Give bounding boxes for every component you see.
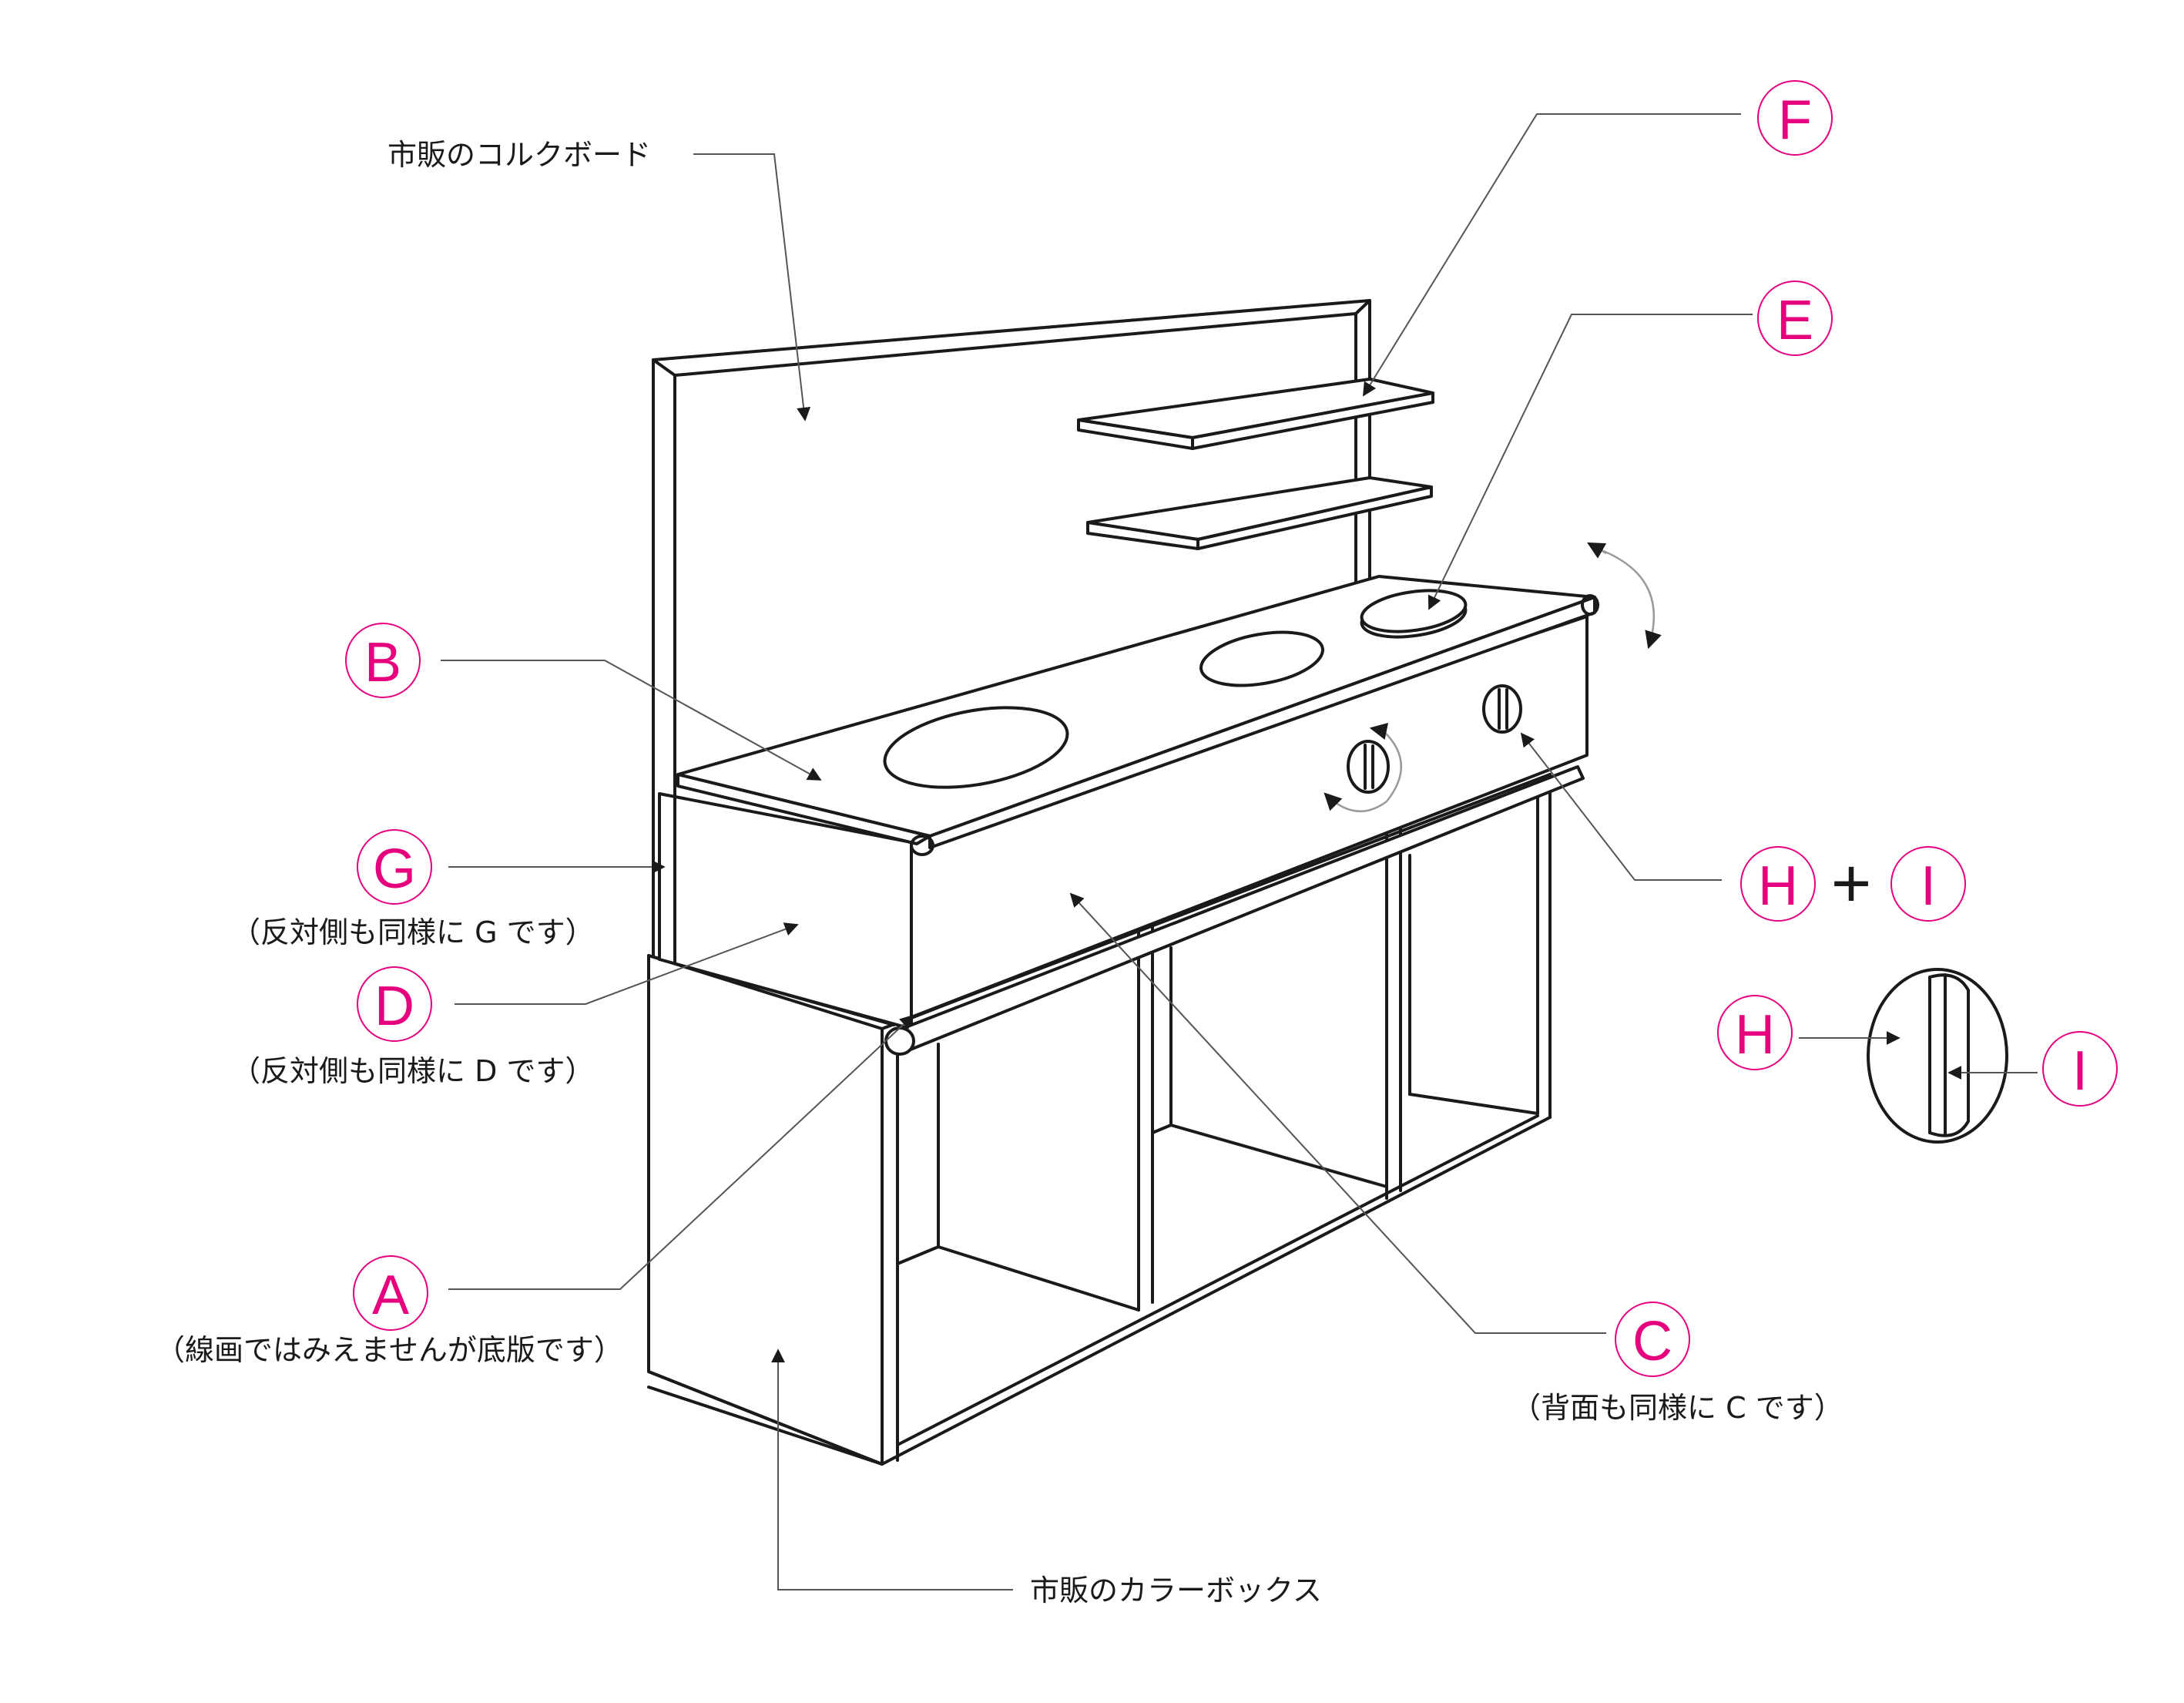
part-letter-i: I xyxy=(1921,855,1936,917)
part-marker-a: A xyxy=(353,1255,428,1331)
part-letter-f: F xyxy=(1778,89,1812,151)
part-marker-f: F xyxy=(1757,80,1833,156)
part-letter-h-detail: H xyxy=(1735,1004,1775,1066)
part-marker-h: H xyxy=(1740,846,1816,922)
label-note-c: （背面も同様に C です） xyxy=(1511,1391,1843,1425)
part-letter-a: A xyxy=(372,1265,409,1326)
stove-knob-2 xyxy=(1482,684,1522,734)
part-marker-c: C xyxy=(1615,1302,1690,1377)
leader-d xyxy=(455,922,799,1005)
burner-large xyxy=(883,706,1069,789)
top-rotation-arrow-start xyxy=(1587,542,1607,559)
burners xyxy=(883,589,1468,789)
part-marker-b: B xyxy=(345,623,421,698)
part-marker-g: G xyxy=(357,829,432,905)
part-marker-i-detail: I xyxy=(2042,1031,2118,1107)
knob-rotation-arrow xyxy=(1323,730,1403,813)
label-color-box: 市販のカラーボックス xyxy=(1030,1574,1322,1607)
part-letter-h: H xyxy=(1758,855,1798,917)
part-marker-i: I xyxy=(1890,846,1966,922)
part-letter-c: C xyxy=(1632,1311,1672,1372)
leader-lines xyxy=(441,113,2038,1590)
leader-color-box xyxy=(771,1349,1013,1590)
part-marker-h-detail: H xyxy=(1717,995,1793,1070)
leader-f xyxy=(1363,113,1741,397)
part-letter-g: G xyxy=(373,838,416,900)
plus-sign: + xyxy=(1831,845,1872,922)
leader-h-i xyxy=(1520,732,1722,881)
wall-shelf-lower xyxy=(1086,476,1433,550)
leader-a xyxy=(448,1014,914,1290)
label-note-g: （反対側も同様に G です） xyxy=(231,915,595,949)
part-letter-b: B xyxy=(364,632,401,694)
part-letter-d: D xyxy=(374,976,414,1037)
leader-b xyxy=(441,660,822,781)
label-note-a: （線画ではみえませんが底版です） xyxy=(156,1333,623,1367)
leader-cork-board xyxy=(693,153,811,422)
wall-shelf-upper xyxy=(1077,378,1434,450)
label-cork-board: 市販のコルクボード xyxy=(387,138,651,172)
burner-medium xyxy=(1199,630,1324,687)
part-marker-e: E xyxy=(1757,280,1833,356)
top-rotation-arrow xyxy=(1592,546,1662,650)
part-letter-e: E xyxy=(1776,290,1813,351)
knob-rotation-arrow-top xyxy=(1369,722,1389,741)
part-letter-i-detail: I xyxy=(2072,1040,2088,1102)
leader-c xyxy=(1069,892,1606,1334)
part-marker-d: D xyxy=(357,966,432,1042)
stove-knob-1 xyxy=(1347,740,1390,794)
knob-detail xyxy=(1867,968,2008,1144)
leader-e xyxy=(1427,314,1753,610)
label-note-d: （反対側も同様に D です） xyxy=(231,1054,594,1088)
towel-rail xyxy=(884,765,1585,1056)
